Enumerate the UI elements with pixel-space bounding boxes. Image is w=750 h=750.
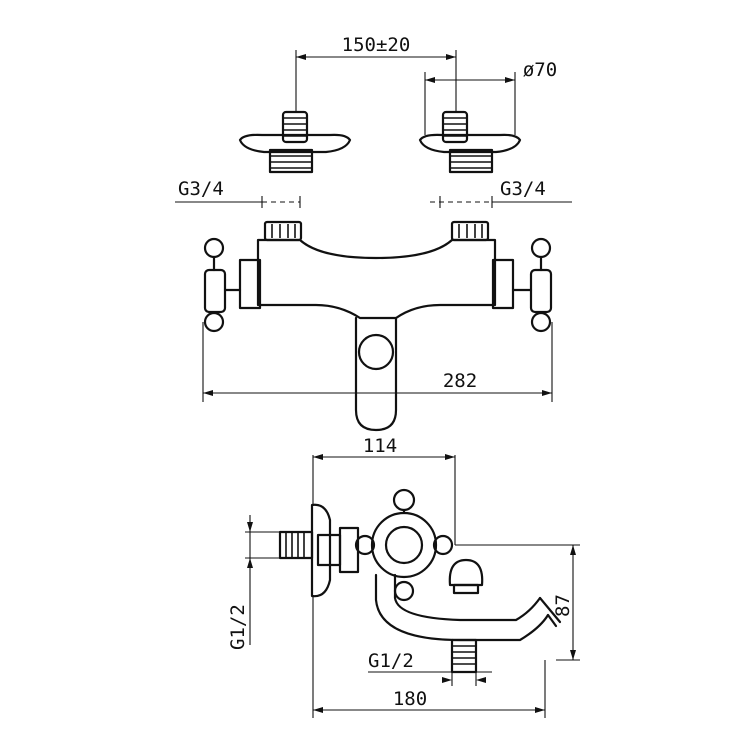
inlet-left-label: G3/4: [178, 178, 224, 200]
overall-width-label: 282: [443, 370, 477, 392]
dimension-flange-diameter: ø70: [424, 59, 557, 135]
dimension-spout-reach: 180: [312, 596, 546, 718]
wall-connector-right: [418, 110, 522, 174]
dimension-overall-width: 282: [202, 322, 553, 402]
side-depth-label: 114: [363, 435, 397, 457]
dimension-inlet-left: G3/4: [175, 178, 301, 208]
dimension-inlet-right: G3/4: [430, 178, 572, 208]
spacing-label: 150±20: [342, 34, 411, 56]
dimension-outlet: G1/2: [368, 650, 492, 686]
flange-diameter-label: ø70: [523, 59, 557, 81]
mixer-body-side: [278, 488, 562, 674]
dimension-spacing: 150±20: [295, 34, 457, 112]
wall-connector-left: [238, 110, 352, 174]
outlet-label: G1/2: [368, 650, 414, 672]
spout-reach-label: 180: [393, 688, 427, 710]
inlet-side-label: G1/2: [227, 604, 249, 650]
mixer-body-front: [203, 220, 553, 432]
dimension-side-depth: 114: [312, 435, 456, 545]
inlet-right-label: G3/4: [500, 178, 546, 200]
height-label: 87: [552, 594, 574, 617]
dimension-inlet-side: G1/2: [227, 515, 280, 650]
dimension-height: 87: [455, 544, 580, 661]
